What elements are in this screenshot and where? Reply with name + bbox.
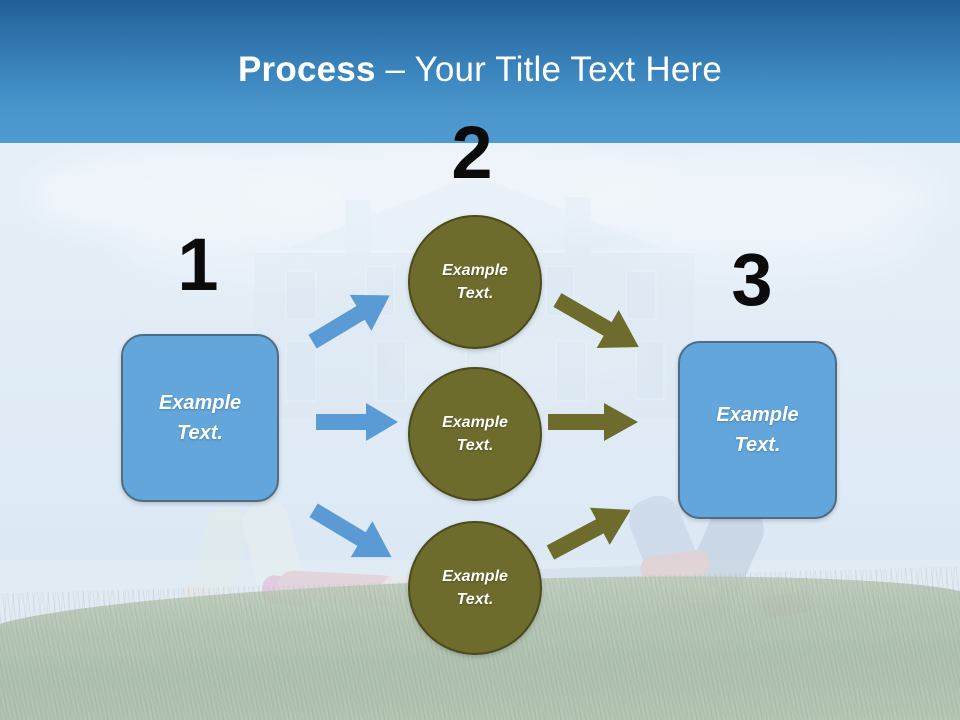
step-number-3: 3 — [731, 238, 773, 321]
arrow-blue-up-icon — [300, 280, 404, 356]
process-circle-bottom[interactable]: Example Text. — [408, 521, 542, 655]
process-box-left[interactable]: Example Text. — [121, 334, 279, 502]
process-box-left-label: Example Text. — [158, 392, 242, 444]
arrow-olive-mid-icon — [546, 401, 640, 443]
page-title-strong: Process — [238, 50, 376, 89]
process-circle-bottom-label: Example Text. — [442, 568, 508, 608]
page-title: Process – Your Title Text Here — [0, 49, 960, 91]
page-title-light: Your Title Text Here — [414, 50, 722, 89]
step-number-2: 2 — [451, 111, 493, 194]
process-circle-top-label: Example Text. — [442, 262, 508, 302]
process-circle-middle[interactable]: Example Text. — [408, 367, 542, 501]
process-box-right-label: Example Text. — [716, 404, 799, 456]
step-number-1: 1 — [177, 223, 219, 306]
arrow-blue-down-icon — [300, 495, 406, 573]
page-title-separator: – — [375, 50, 415, 89]
arrow-olive-up-icon — [538, 492, 644, 570]
slide-header-band: Process – Your Title Text Here — [0, 0, 960, 143]
process-box-right[interactable]: Example Text. — [678, 341, 837, 519]
process-circle-middle-label: Example Text. — [442, 414, 508, 454]
arrow-blue-mid-icon — [314, 401, 400, 443]
process-circle-top[interactable]: Example Text. — [408, 215, 542, 349]
arrow-olive-down-icon — [544, 284, 654, 364]
